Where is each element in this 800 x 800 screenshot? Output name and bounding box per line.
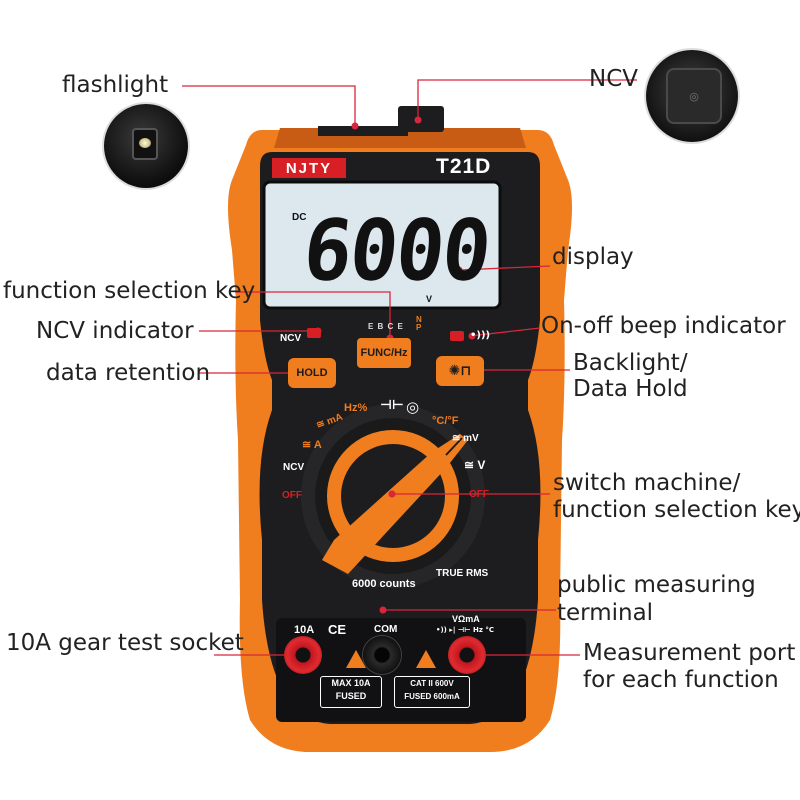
lcd-mode: DC — [292, 212, 307, 223]
transistor-pins-label: E B C E — [368, 322, 404, 331]
callout-display: display — [552, 244, 634, 270]
lcd-display — [262, 180, 502, 310]
callout-10a-socket: 10A gear test socket — [6, 630, 244, 656]
model-label: T21D — [436, 155, 492, 178]
callout-public-2: terminal — [557, 600, 654, 626]
dial-off-right: OFF — [469, 489, 489, 500]
brand-text: NJTY — [285, 159, 333, 177]
flashlight-inset — [104, 104, 188, 188]
fuse-600ma-line2: FUSED 600mA — [404, 692, 460, 701]
callout-backlight-1: Backlight/ — [573, 350, 688, 376]
fuse-label-10a: MAX 10A FUSED — [320, 676, 382, 708]
callout-switch-1: switch machine/ — [553, 470, 741, 496]
jack-10a[interactable] — [284, 636, 322, 674]
warning-icon-right — [416, 650, 436, 668]
brand-badge: NJTY — [272, 158, 346, 178]
dial-v: ≅ V — [464, 458, 486, 472]
ce-mark: CE — [328, 622, 347, 637]
jack-vohm-ma[interactable] — [448, 636, 486, 674]
dial-temp: °C/°F — [432, 415, 459, 427]
dial-diode-icon: ◎ — [406, 398, 420, 416]
callout-port-2: for each function — [583, 667, 779, 693]
warning-icon-left — [346, 650, 366, 668]
hold-label: HOLD — [296, 367, 328, 379]
func-hz-button[interactable]: FUNC/Hz — [357, 338, 411, 368]
ncv-sensor-icon: ◎ — [666, 68, 722, 124]
callout-beep-indicator: On-off beep indicator — [541, 313, 786, 339]
rotary-selector-dial[interactable] — [327, 430, 459, 562]
backlight-icon: ✺⊓ — [448, 363, 472, 379]
lcd-unit: V — [426, 294, 433, 304]
callout-data-retention: data retention — [46, 360, 211, 386]
backlight-flashlight-button[interactable]: ✺⊓ — [436, 356, 484, 386]
callout-switch-2: function selection key — [553, 497, 800, 523]
func-hz-label: FUNC/Hz — [360, 347, 408, 359]
callout-port-1: Measurement port — [583, 640, 796, 666]
beep-indicator-led — [450, 331, 464, 341]
hold-button[interactable]: HOLD — [288, 358, 336, 388]
dial-off-left: OFF — [282, 490, 302, 501]
np-label: N P — [416, 315, 422, 332]
beep-icon: •))) — [470, 330, 491, 341]
terminal-10a-label: 10A — [294, 624, 315, 636]
ncv-indicator-led — [307, 328, 321, 338]
dial-capacitance-icon: ⊣⊢ — [380, 398, 404, 413]
fuse-600ma-line1: CAT II 600V — [410, 679, 454, 688]
fuse-10a-line2: FUSED — [335, 691, 367, 701]
fuse-10a-line1: MAX 10A — [331, 678, 371, 688]
dial-pointer — [322, 434, 468, 574]
fuse-label-600ma: CAT II 600V FUSED 600mA — [394, 676, 470, 708]
callout-ncv-indicator: NCV indicator — [36, 318, 194, 344]
ncv-inset: ◎ — [646, 50, 738, 142]
callout-public-1: public measuring — [557, 572, 756, 598]
terminal-vohm-sub: •)) ▸| ⊣⊢ Hz °C — [436, 626, 495, 634]
lcd-reading: 6000 — [298, 201, 494, 300]
dial-mv: ≅ mV — [452, 433, 479, 444]
callout-flashlight: flashlight — [62, 72, 169, 98]
counts-label: 6000 counts — [352, 578, 416, 590]
callout-function-selection-key: function selection key — [3, 278, 256, 304]
terminal-vohm-label: VΩmA — [452, 614, 480, 624]
callout-backlight-2: Data Hold — [573, 376, 688, 402]
dial-a: ≅ A — [302, 439, 322, 451]
callout-ncv: NCV — [589, 66, 638, 92]
dial-hz: Hz% — [344, 402, 368, 414]
dial-ncv: NCV — [283, 462, 305, 473]
jack-com[interactable] — [363, 636, 401, 674]
flashlight-led-icon — [132, 128, 158, 160]
true-rms-label: TRUE RMS — [436, 568, 489, 579]
ncv-indicator-label: NCV — [280, 333, 302, 344]
terminal-com-label: COM — [374, 624, 398, 635]
